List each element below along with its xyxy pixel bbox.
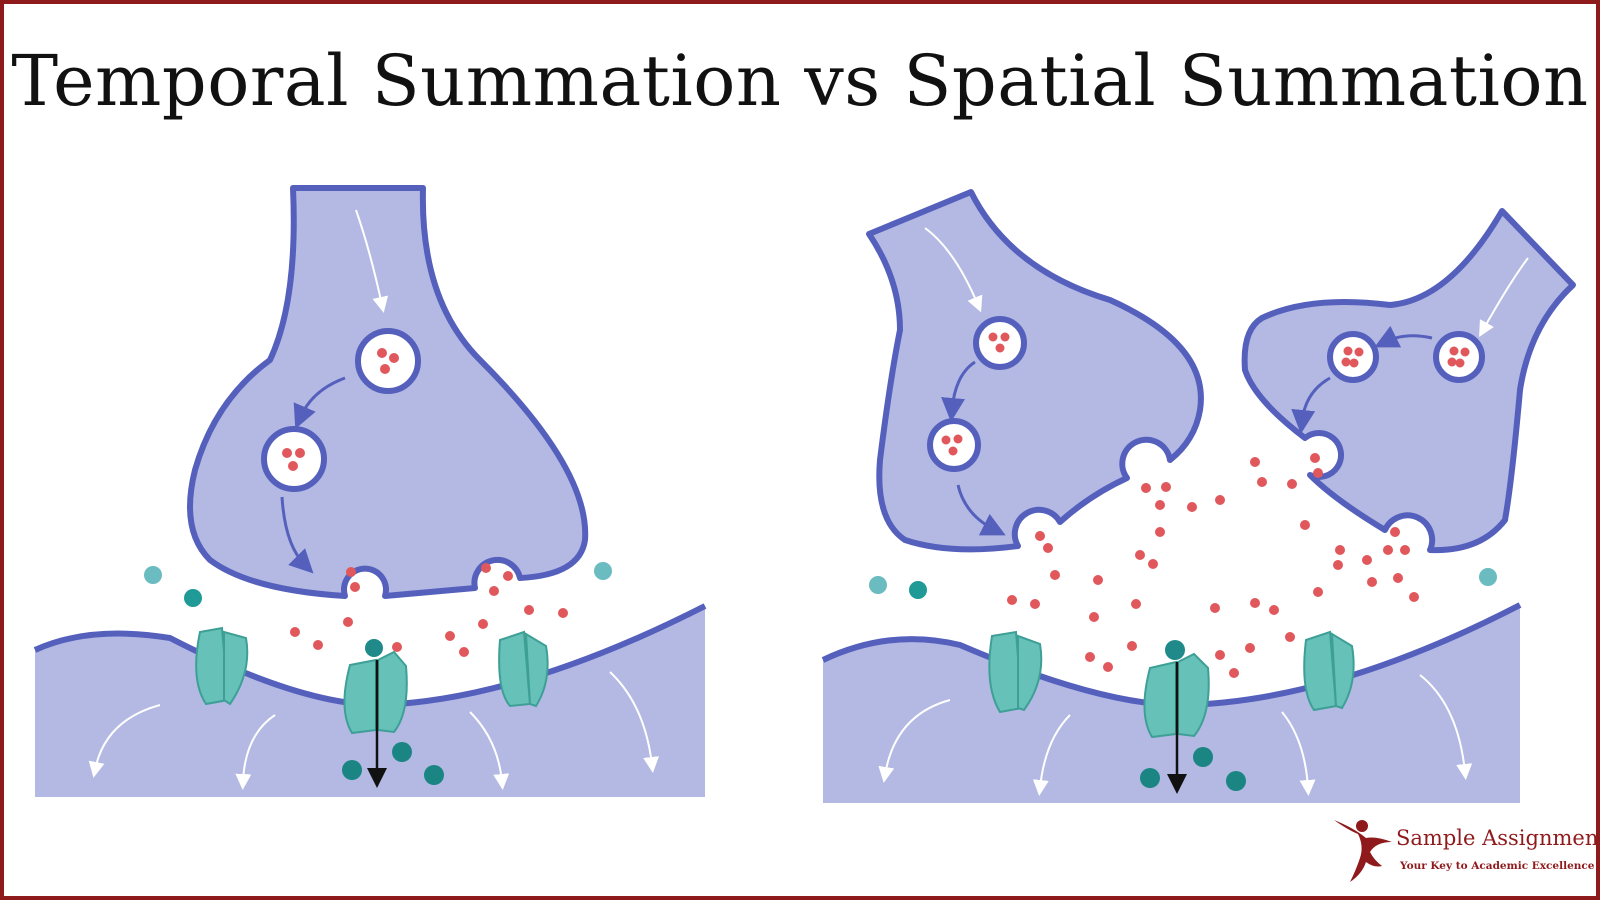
synaptic-vesicle	[355, 328, 421, 394]
vesicle-path-arrow	[280, 496, 314, 574]
brand-logo: Sample Assignment Your Key to Academic E…	[1330, 816, 1600, 886]
logo-tagline: Your Key to Academic Excellence	[1400, 860, 1595, 872]
synaptic-vesicle	[973, 316, 1027, 370]
presynaptic-terminal-a	[866, 189, 1204, 553]
ion-channel	[1143, 652, 1210, 739]
signal-arrow	[355, 209, 389, 313]
vesicle-path-arrow	[1291, 376, 1331, 434]
intracellular-ions	[1140, 747, 1246, 791]
receptor	[988, 630, 1043, 714]
receptor	[1303, 630, 1355, 712]
synaptic-vesicle	[1327, 331, 1379, 383]
receptor	[498, 630, 549, 708]
postsynaptic-membrane	[33, 603, 707, 709]
receptor	[195, 626, 249, 706]
vesicle-path-arrow	[1374, 325, 1433, 348]
intracellular-ions	[342, 742, 444, 785]
ion-channel	[343, 650, 408, 735]
logo-figure-icon	[1334, 820, 1392, 882]
presynaptic-terminal-b	[1241, 208, 1576, 554]
postsynaptic-neuron	[823, 605, 1520, 803]
signal-arrow	[1479, 257, 1529, 337]
signal-arrow	[924, 227, 983, 313]
postsynaptic-neuron	[35, 606, 705, 797]
current-arrows	[878, 674, 1473, 796]
neurotransmitters	[290, 563, 568, 657]
neurotransmitters	[1007, 453, 1419, 678]
page-title: Temporal Summation vs Spatial Summation	[11, 40, 1589, 122]
logo-name: Sample Assignment	[1396, 826, 1600, 850]
vesicle-path-arrow	[293, 376, 346, 430]
vesicle-path-arrow	[956, 484, 1006, 536]
temporal-summation-panel	[33, 185, 707, 797]
synaptic-vesicle	[927, 418, 981, 472]
current-arrows	[88, 671, 660, 790]
synaptic-vesicle	[1433, 331, 1485, 383]
vesicle-path-arrow	[941, 360, 976, 422]
spatial-summation-panel	[821, 189, 1576, 803]
synaptic-vesicle	[261, 426, 327, 492]
extracellular-ions	[144, 562, 612, 657]
extracellular-ions	[869, 568, 1497, 660]
postsynaptic-membrane	[821, 602, 1522, 709]
